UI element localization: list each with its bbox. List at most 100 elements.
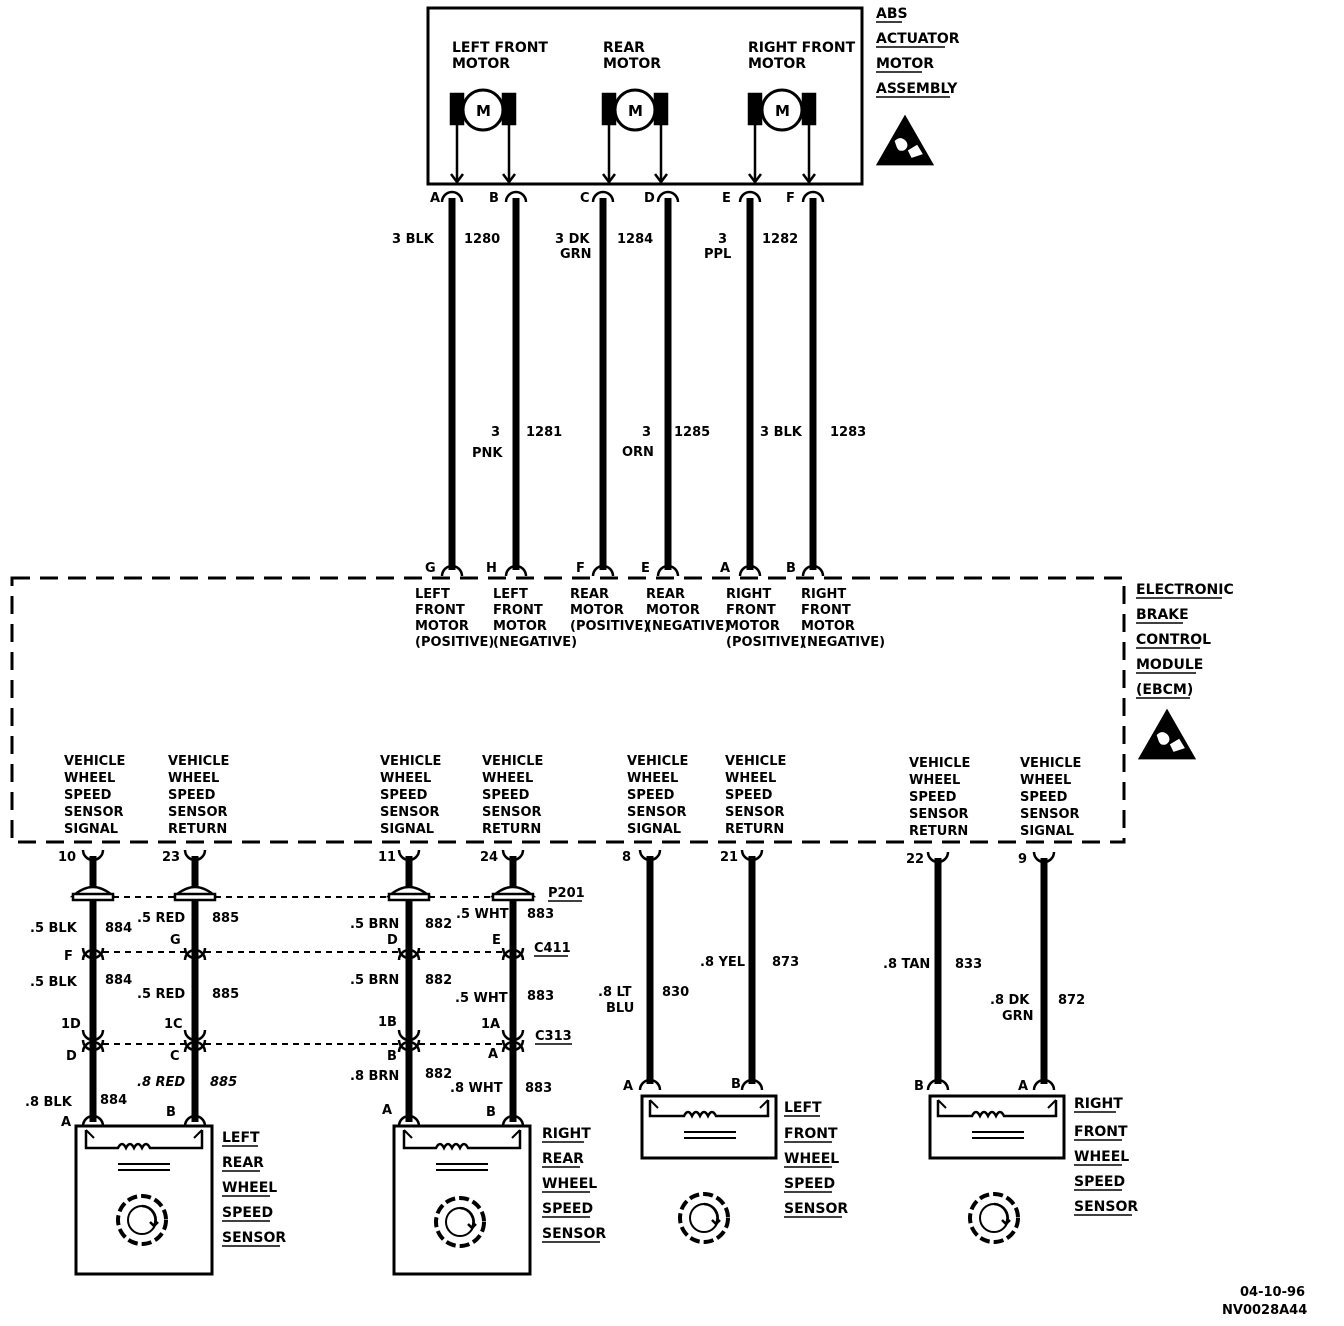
pin-label: C: [580, 191, 590, 206]
wire-gauge: .5 BRN: [350, 973, 399, 988]
pin-label: A: [488, 1047, 498, 1062]
pin-function: SPEED: [380, 788, 428, 803]
pin-label: E: [641, 561, 650, 576]
sensor-label-line: SPEED: [542, 1201, 593, 1217]
pin-function: FRONT: [726, 603, 776, 618]
sensor-label-line: FRONT: [1074, 1124, 1128, 1140]
right-front-sensor: [928, 1094, 1066, 1244]
connector-c411: C411: [81, 941, 571, 961]
pin-function: MOTOR: [646, 603, 700, 618]
motor-icon: [449, 88, 517, 185]
wire-circuit: 885: [212, 987, 239, 1002]
motor-symbol: M: [775, 102, 790, 120]
actuator-title-line: ASSEMBLY: [876, 81, 958, 97]
connector-c313: C313: [81, 1029, 572, 1053]
pin-label: A: [61, 1115, 71, 1130]
sensor-label-line: REAR: [222, 1155, 264, 1171]
pin-function: VEHICLE: [627, 754, 688, 769]
wire-circuit: 833: [955, 957, 982, 972]
sensor-label-line: SENSOR: [784, 1201, 848, 1217]
wire-gauge: .5 WHT: [455, 991, 508, 1006]
terminal-arcs-ebcm: [440, 564, 825, 577]
wire-circuit: 1281: [526, 425, 562, 440]
connector-label: P201: [548, 886, 585, 901]
pin-function: LEFT: [415, 587, 450, 602]
wire-gauge: .5 BLK: [30, 975, 78, 990]
pin-label: B: [489, 191, 499, 206]
motor-label: LEFT FRONT: [452, 40, 548, 56]
wire-gauge: .5 BLK: [30, 921, 78, 936]
sensor-label-line: SENSOR: [542, 1226, 606, 1242]
pin-label: 10: [58, 850, 76, 865]
pin-function: WHEEL: [1020, 773, 1071, 788]
wire-circuit: 883: [527, 989, 554, 1004]
wire-circuit: 830: [662, 985, 689, 1000]
motor-symbol: M: [476, 102, 491, 120]
terminal-arcs-front-sensors: [638, 1078, 1056, 1091]
pin-function: SIGNAL: [64, 822, 118, 837]
pin-label: 9: [1018, 852, 1027, 867]
wire-gauge: .8 BLK: [25, 1095, 73, 1110]
connector-p201: P201: [69, 885, 585, 902]
terminal-arcs-rear-sensors: [81, 1114, 525, 1127]
wire-gauge: .8 YEL: [700, 955, 745, 970]
pin-label: F: [64, 949, 73, 964]
pin-label: E: [722, 191, 731, 206]
pin-label: B: [387, 1049, 397, 1064]
pin-function: RETURN: [482, 822, 541, 837]
pin-function: VEHICLE: [168, 754, 229, 769]
pin-function: SENSOR: [482, 805, 542, 820]
pin-label: A: [623, 1079, 633, 1094]
pin-function: RETURN: [168, 822, 227, 837]
sensor-label-line: FRONT: [784, 1126, 838, 1142]
actuator-title-line: ACTUATOR: [876, 31, 960, 47]
pin-label: 21: [720, 850, 738, 865]
pin-label: 11: [378, 850, 396, 865]
sensor-label-line: LEFT: [222, 1130, 260, 1146]
left-rear-sensor: [74, 1124, 214, 1276]
motor-label: RIGHT FRONT: [748, 40, 856, 56]
sensor-label-line: WHEEL: [784, 1151, 839, 1167]
sensor-label-line: WHEEL: [542, 1176, 597, 1192]
pin-label: 23: [162, 850, 180, 865]
wire-gauge: .8 DK: [990, 993, 1030, 1008]
sensor-label-line: SPEED: [1074, 1174, 1125, 1190]
sensor-label: LEFT REAR WHEEL SPEED SENSOR: [222, 1130, 286, 1247]
wire-gauge: PPL: [704, 247, 731, 262]
pin-function: SPEED: [1020, 790, 1068, 805]
diagram-code: NV0028A44: [1222, 1303, 1307, 1318]
ebcm-box: [10, 576, 1126, 844]
esd-warning-icon: [875, 114, 935, 166]
pin-function: MOTOR: [726, 619, 780, 634]
wire-gauge: .8 WHT: [450, 1081, 503, 1096]
pin-label: 1D: [61, 1017, 81, 1032]
wire-circuit: 885: [212, 911, 239, 926]
terminal-arcs-mid: [81, 1029, 525, 1042]
wire-circuit: 1285: [674, 425, 710, 440]
wire-circuit: 1282: [762, 232, 798, 247]
connector-label: C313: [535, 1029, 572, 1044]
wire-gauge: .8 RED: [137, 1075, 185, 1090]
pin-label: C: [170, 1049, 180, 1064]
pin-label: A: [1018, 1079, 1028, 1094]
pin-function: (NEGATIVE): [646, 619, 730, 634]
pin-label: D: [387, 933, 398, 948]
pin-function: WHEEL: [909, 773, 960, 788]
wire-gauge: GRN: [1002, 1009, 1034, 1024]
wire-circuit: 1284: [617, 232, 653, 247]
sensor-label-line: LEFT: [784, 1100, 822, 1116]
pin-function: (POSITIVE): [570, 619, 649, 634]
wire-gauge: .5 WHT: [456, 907, 509, 922]
motor-label: MOTOR: [452, 56, 510, 72]
pin-label: B: [486, 1105, 496, 1120]
motor-label: REAR: [603, 40, 645, 56]
wire-circuit: 882: [425, 1067, 452, 1082]
pin-label: 24: [480, 850, 498, 865]
ebcm-title-line: MODULE: [1136, 657, 1203, 673]
pin-function: (POSITIVE): [415, 635, 494, 650]
motor-wire-bundle: [448, 198, 817, 570]
sensor-label-line: REAR: [542, 1151, 584, 1167]
wire-gauge: GRN: [560, 247, 592, 262]
pin-function: FRONT: [801, 603, 851, 618]
wire-circuit: 1280: [464, 232, 500, 247]
